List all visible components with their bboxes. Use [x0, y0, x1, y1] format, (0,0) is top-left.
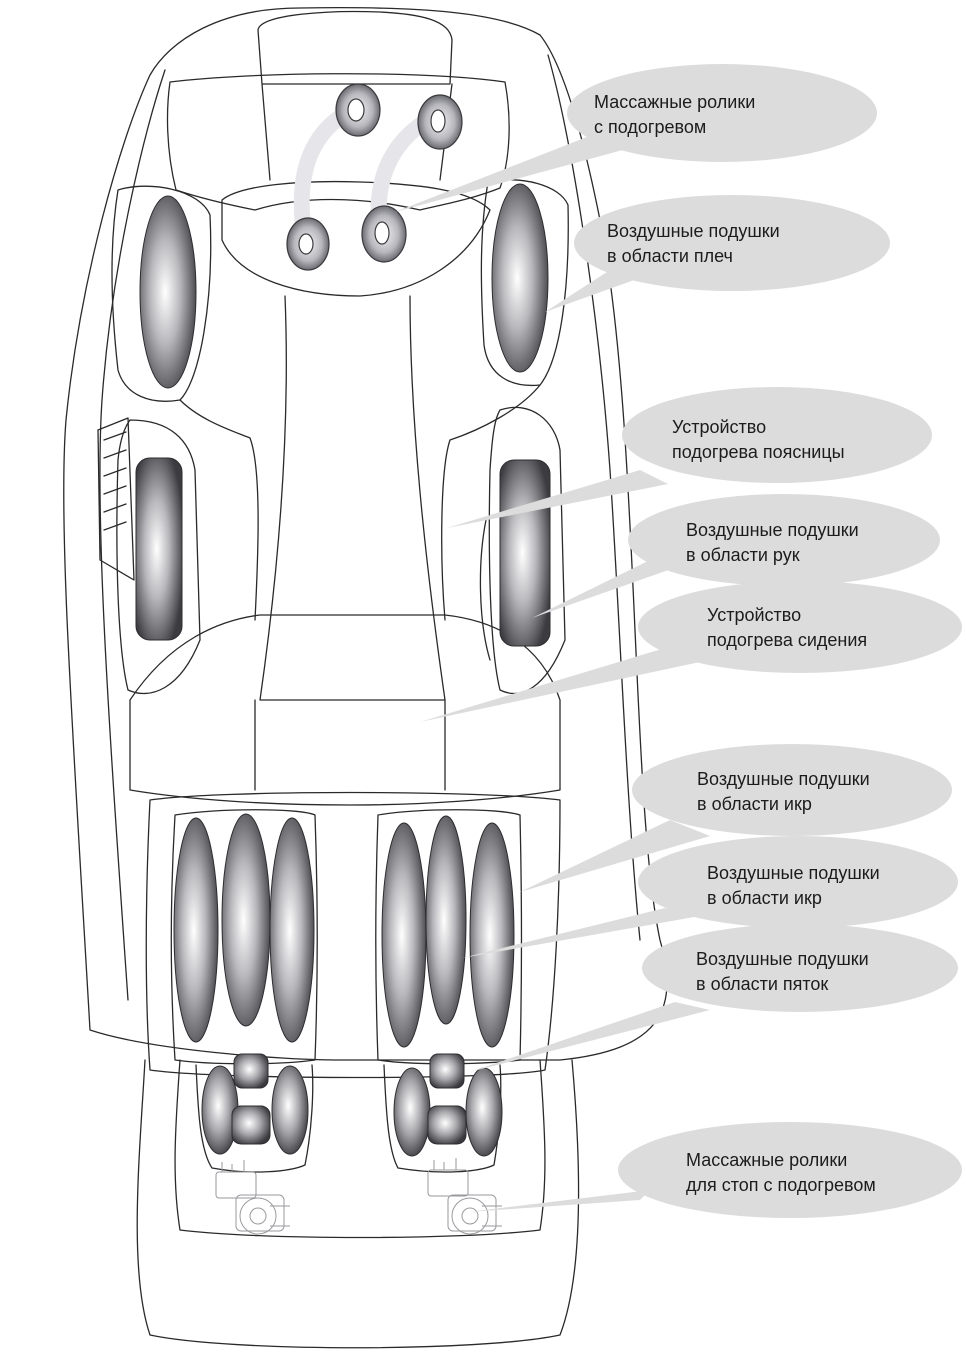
callout-calf-airbags-2: Воздушные подушки в области икр [707, 861, 880, 911]
callout-lumbar-heater: Устройство подогрева поясницы [672, 415, 845, 465]
heel-airbags [202, 1054, 502, 1156]
arm-airbags [136, 458, 550, 646]
callout-calf-airbags-1: Воздушные подушки в области икр [697, 767, 870, 817]
headrest-side-l [262, 84, 270, 180]
callout-shoulder-airbags: Воздушные подушки в области плеч [607, 219, 780, 269]
backrest-curve-left [180, 400, 258, 620]
seat-inner [255, 700, 445, 790]
armrest-inner-right [480, 520, 490, 660]
callout-arm-airbags: Воздушные подушки в области рук [686, 518, 859, 568]
calf-airbags [174, 814, 514, 1047]
roller-2 [418, 95, 462, 149]
roller-3 [287, 218, 329, 270]
callout-seat-heater: Устройство подогрева сидения [707, 603, 867, 653]
callout-heel-airbags: Воздушные подушки в области пяток [696, 947, 869, 997]
foot-rollers [216, 1158, 502, 1234]
back-cushion [260, 296, 445, 700]
roller-1 [336, 84, 380, 136]
roller-4 [362, 206, 406, 262]
control-panel-left [98, 418, 134, 580]
callout-head-rollers: Массажные ролики с подогревом [594, 90, 755, 140]
head-rollers [287, 84, 462, 270]
neck-section [222, 182, 490, 296]
seat-cushion [130, 615, 560, 805]
callout-foot-rollers: Массажные ролики для стоп с подогревом [686, 1148, 876, 1198]
